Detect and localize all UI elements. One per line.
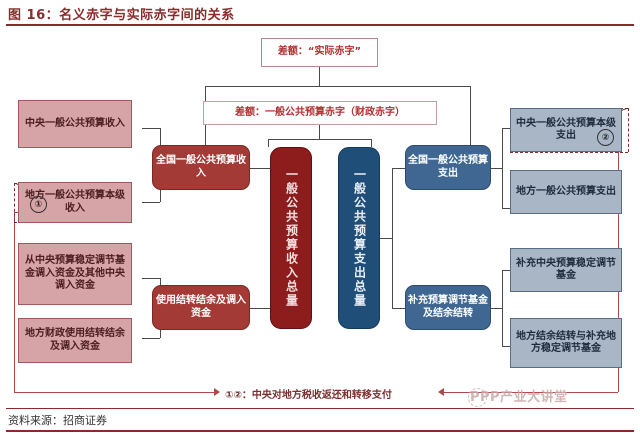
- box-supplement-central-stabilization-fund-text: 补充中央预算稳定调节基金: [516, 257, 616, 282]
- box-revenue-total-text: 一般公共预算收入总量: [284, 168, 299, 308]
- box-national-revenue-text: 全国一般公共预算收入: [156, 155, 246, 179]
- label-fiscal-deficit-text: 差额：一般公共预算赤字（财政赤字）: [235, 106, 405, 118]
- connector-to-central-stab-fund: [502, 270, 514, 271]
- connector-to-local-carryover-fund: [502, 346, 514, 347]
- box-central-level-expenditure-text: 中央一般公共预算本级支出: [516, 117, 616, 142]
- box-use-carryover-text: 使用结转结余及调入资金: [156, 295, 246, 319]
- connector-national-exp-out: [490, 168, 502, 169]
- bottom-border: [6, 430, 634, 432]
- connector-actual-deficit-stem: [319, 67, 320, 86]
- label-actual-deficit-text: 差额：“实际赤字”: [277, 46, 362, 58]
- box-national-revenue: 全国一般公共预算收入: [152, 145, 250, 190]
- box-local-carryover-and-fund: 地方结余结转与补充地方稳定调节基金: [510, 318, 622, 368]
- figure-header: 图 16：名义赤字与实际赤字间的关系: [0, 0, 640, 26]
- box-supplement-central-stabilization-fund: 补充中央预算稳定调节基金: [510, 248, 622, 292]
- box-supplement-adjust-fund: 补充预算调节基金及结余结转: [405, 285, 491, 330]
- label-fiscal-deficit: 差额：一般公共预算赤字（财政赤字）: [203, 101, 437, 125]
- watermark-text: PPP产业大讲堂: [470, 390, 568, 405]
- box-local-carryover-and-fund-text: 地方结余结转与补充地方稳定调节基金: [516, 330, 616, 355]
- transfer-path-bottom-left: [14, 392, 219, 393]
- label-actual-deficit: 差额：“实际赤字”: [261, 38, 378, 67]
- transfer-path-left-vertical: [14, 212, 15, 392]
- box-central-fund-transfer-in: 从中央预算稳定调节基金调入资金及其他中央调入资金: [18, 243, 132, 305]
- source-note: 资料来源：招商证券: [8, 414, 107, 427]
- connector-outer-bracket-top: [205, 86, 470, 87]
- connector-inner-bracket-top: [268, 139, 371, 140]
- connector-inner-bracket-left: [268, 139, 269, 147]
- connector-use-carryover-out: [250, 308, 278, 309]
- connector-local-carryover-out: [142, 338, 160, 339]
- transfer-arrow-right: [438, 388, 444, 396]
- connector-to-national-expenditure: [392, 168, 412, 169]
- connector-to-supplement-fund: [392, 308, 412, 309]
- box-central-revenue-text: 中央一般公共预算收入: [25, 117, 125, 129]
- box-central-revenue: 中央一般公共预算收入: [18, 100, 132, 148]
- transfer-arrow-left: [214, 388, 220, 396]
- connector-local-revenue-out: [142, 202, 160, 203]
- box-national-expenditure: 全国一般公共预算支出: [405, 145, 491, 190]
- connector-inner-bracket-right: [371, 139, 372, 147]
- watermark-icon: [468, 388, 487, 407]
- connector-fiscal-deficit-stem: [319, 125, 320, 139]
- connector-supplement-out: [490, 308, 502, 309]
- transfer-path-bottom-right: [444, 392, 618, 393]
- box-local-revenue-text: 地方一般公共预算本级收入: [25, 190, 125, 214]
- connector-central-revenue-out: [142, 128, 160, 129]
- box-local-expenditure-text: 地方一般公共预算支出: [516, 185, 616, 197]
- box-supplement-adjust-fund-text: 补充预算调节基金及结余结转: [408, 295, 488, 319]
- dashed-local-revenue-left: [14, 183, 15, 222]
- marker-circle-2: ②: [597, 129, 614, 146]
- footer-divider: [6, 408, 634, 409]
- connector-to-local-exp: [502, 208, 514, 209]
- page-title: 图 16：名义赤字与实际赤字间的关系: [8, 8, 235, 23]
- box-local-expenditure: 地方一般公共预算支出: [510, 170, 622, 214]
- marker-circle-1: ①: [30, 196, 47, 213]
- connector-right-split-2: [502, 270, 503, 346]
- connector-expenditure-total-out: [380, 238, 392, 239]
- box-revenue-total: 一般公共预算收入总量: [270, 147, 312, 329]
- dashed-central-exp-right: [628, 108, 629, 152]
- box-local-carryover-transfer-in: 地方财政使用结转结余及调入资金: [18, 318, 132, 363]
- connector-right-split-1: [502, 128, 503, 208]
- footnote-transfer-payment: ①②：中央对地方税收返还和转移支付: [225, 390, 392, 401]
- connector-outer-bracket-right: [470, 86, 471, 156]
- connector-to-central-level-exp: [502, 128, 514, 129]
- dashed-central-exp-bottom: [510, 152, 628, 153]
- connector-expenditure-merge-vert: [392, 168, 393, 308]
- connector-central-fund-out: [142, 278, 160, 279]
- box-expenditure-total-text: 一般公共预算支出总量: [352, 168, 367, 308]
- header-divider: [6, 24, 634, 26]
- connector-national-revenue-out: [250, 168, 278, 169]
- box-national-expenditure-text: 全国一般公共预算支出: [408, 155, 488, 179]
- box-expenditure-total: 一般公共预算支出总量: [338, 147, 380, 329]
- box-central-fund-transfer-in-text: 从中央预算稳定调节基金调入资金及其他中央调入资金: [25, 255, 125, 292]
- box-use-carryover: 使用结转结余及调入资金: [152, 285, 250, 330]
- box-local-carryover-transfer-in-text: 地方财政使用结转结余及调入资金: [25, 328, 125, 352]
